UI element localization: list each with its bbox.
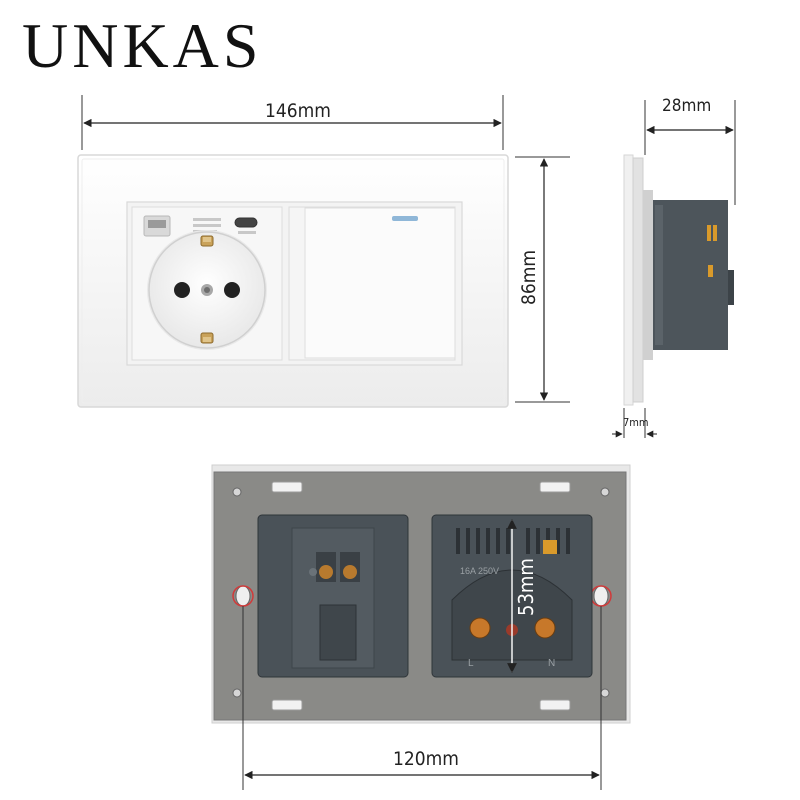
mounting-width-label: 120mm <box>393 748 459 770</box>
switch-indicator-icon <box>392 216 418 221</box>
height-label: 86mm <box>518 249 540 305</box>
module-height-label: 53mm <box>514 558 538 616</box>
side-module <box>653 200 728 350</box>
usb-c-port-icon <box>234 217 258 234</box>
schuko-socket-icon <box>147 230 267 350</box>
depth-label: 28mm <box>662 96 712 116</box>
side-view <box>612 100 736 438</box>
plate-thickness-label: 7mm <box>623 416 649 429</box>
neutral-marking: N <box>548 658 555 669</box>
side-plate <box>623 154 634 406</box>
width-label: 146mm <box>265 100 331 122</box>
front-view <box>77 95 570 408</box>
usb-a-port-icon <box>143 215 171 237</box>
rating-marking: 16A 250V <box>460 566 499 576</box>
back-view: L N 16A 250V <box>211 464 631 790</box>
brand-logo: UNKAS <box>22 10 263 81</box>
switch-rocker <box>304 207 456 359</box>
live-marking: L <box>468 658 474 669</box>
